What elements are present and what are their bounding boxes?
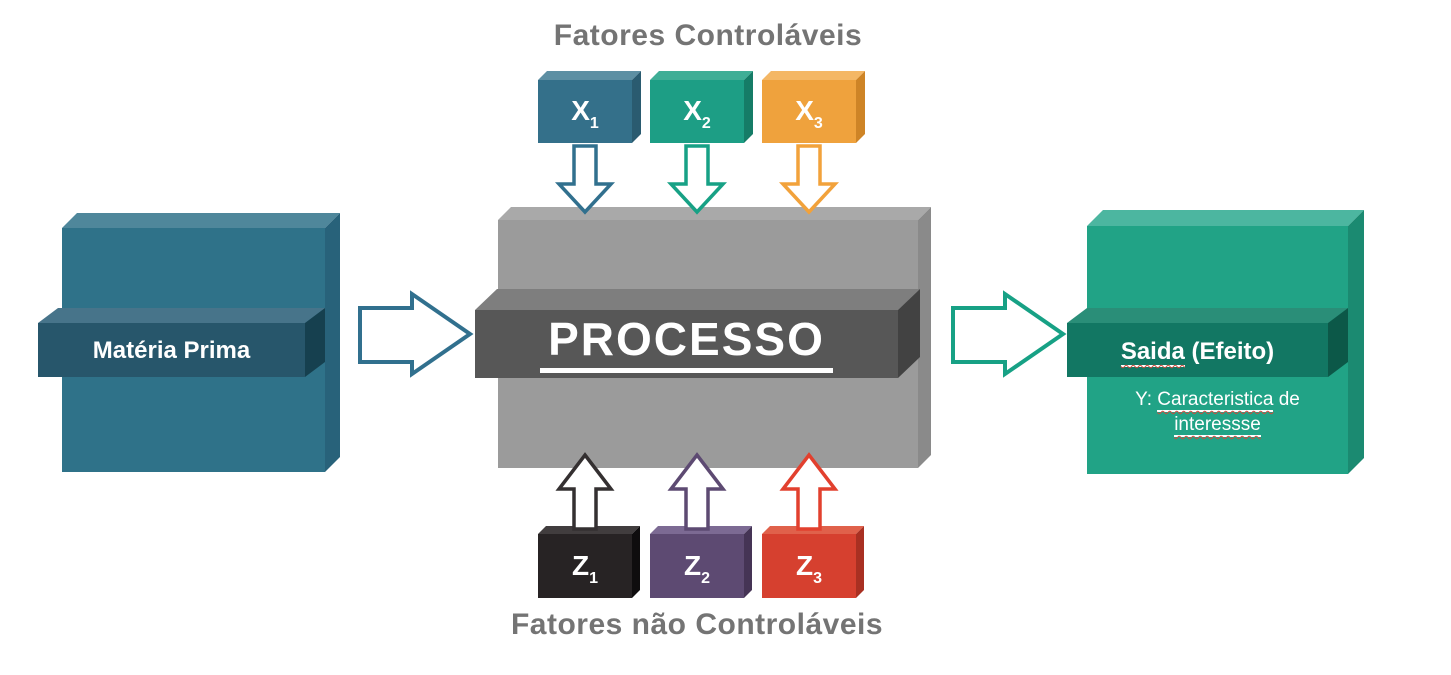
factor-x3-base: X [795, 95, 814, 126]
factor-z1-base: Z [571, 550, 590, 581]
factor-z2-base: Z [683, 550, 702, 581]
input-ribbon-front-face [38, 323, 305, 377]
factor-box-z2 [650, 526, 752, 598]
factor-box-x1-top-face [538, 71, 641, 80]
factor-z2-sub: 2 [701, 569, 710, 587]
factor-x2-base: X [683, 95, 702, 126]
input-ribbon-end-face [305, 308, 325, 377]
output-ribbon-front-face [1067, 323, 1328, 377]
factor-box-x3-top-face [762, 71, 865, 80]
factor-x3-sub: 3 [813, 114, 823, 132]
factor-box-x3-front-face [762, 80, 856, 143]
caption-line2: interessse [1174, 414, 1261, 435]
down-arrow-x2-icon [666, 144, 728, 215]
factor-box-z3-front-face [762, 534, 856, 598]
caption-line2-wrap: interessse [1174, 414, 1261, 437]
process-box-top-face [498, 207, 931, 220]
factor-box-x2 [650, 71, 753, 143]
factor-label-x3: X3 [762, 96, 856, 138]
up-arrow-z2-icon [667, 452, 727, 531]
factor-box-x2-top-face [650, 71, 753, 80]
factor-box-z2-side-face [744, 526, 752, 598]
factor-box-z3 [762, 526, 864, 598]
uncontrollable-factors-title: Fatores não Controláveis [510, 608, 884, 641]
factor-x2-sub: 2 [701, 114, 711, 132]
input-box-top-face [62, 213, 340, 228]
factor-x1-base: X [571, 95, 590, 126]
factor-label-x1: X1 [538, 96, 632, 138]
up-arrow-z1-icon [555, 452, 615, 531]
factor-box-z3-side-face [856, 526, 864, 598]
controllable-factors-title: Fatores Controláveis [553, 19, 863, 52]
output-ribbon-top-face [1067, 308, 1348, 323]
factor-z3-sub: 3 [813, 569, 822, 587]
output-label-rest: (Efeito) [1184, 338, 1275, 365]
input-box-side-face [325, 213, 340, 472]
factor-z1-sub: 1 [589, 569, 598, 587]
process-box-label: PROCESSO [475, 315, 898, 373]
factor-x1-sub: 1 [589, 114, 599, 132]
factor-box-x1 [538, 71, 641, 143]
caption-word1: Caracteristica [1157, 389, 1274, 410]
factor-label-x2: X2 [650, 96, 744, 138]
output-label-underlined: Saida [1120, 338, 1185, 365]
up-arrow-z3-icon [779, 452, 839, 531]
output-box-side-face [1348, 210, 1364, 474]
down-arrow-x3-icon [778, 144, 840, 215]
output-box-caption-line2: interessse [1087, 412, 1348, 438]
factor-box-z1-side-face [632, 526, 640, 598]
caption-prefix: Y: [1135, 389, 1158, 410]
input-box-3d [38, 213, 340, 472]
process-box-3d [475, 207, 931, 468]
caption-mid: de [1273, 389, 1300, 410]
output-box-caption-line1: Y: Caracteristica de [1087, 387, 1348, 413]
process-ribbon-top-face [475, 289, 920, 310]
input-box-label: Matéria Prima [92, 337, 251, 364]
process-ribbon-end-face [898, 289, 920, 378]
factor-box-z1-front-face [538, 534, 632, 598]
factor-label-z1: Z1 [538, 551, 632, 593]
factor-box-x3 [762, 71, 865, 143]
output-box-top-face [1087, 210, 1364, 226]
factor-label-z2: Z2 [650, 551, 744, 593]
output-box-label: Saida (Efeito) [1067, 338, 1328, 367]
factor-box-x2-side-face [744, 71, 753, 143]
down-arrow-x1-icon [554, 144, 616, 215]
process-box-side-face [918, 207, 931, 468]
process-ribbon-front-face [475, 310, 898, 378]
output-ribbon-end-face [1328, 308, 1348, 377]
factor-label-z3: Z3 [762, 551, 856, 593]
factor-box-z2-front-face [650, 534, 744, 598]
output-box-3d [1067, 210, 1364, 474]
right-arrow-input-to-process-icon [358, 290, 474, 378]
factor-box-x3-side-face [856, 71, 865, 143]
factor-z3-base: Z [795, 550, 814, 581]
input-ribbon-top-face [38, 308, 325, 323]
output-label-underlined-wrap: Saida [1120, 338, 1185, 367]
process-box-label-text: PROCESSO [540, 315, 833, 373]
factor-box-x1-front-face [538, 80, 632, 143]
factor-box-x2-front-face [650, 80, 744, 143]
right-arrow-process-to-output-icon [951, 290, 1067, 378]
factor-box-x1-side-face [632, 71, 641, 143]
caption-word1-wrap: Caracteristica [1157, 389, 1274, 412]
